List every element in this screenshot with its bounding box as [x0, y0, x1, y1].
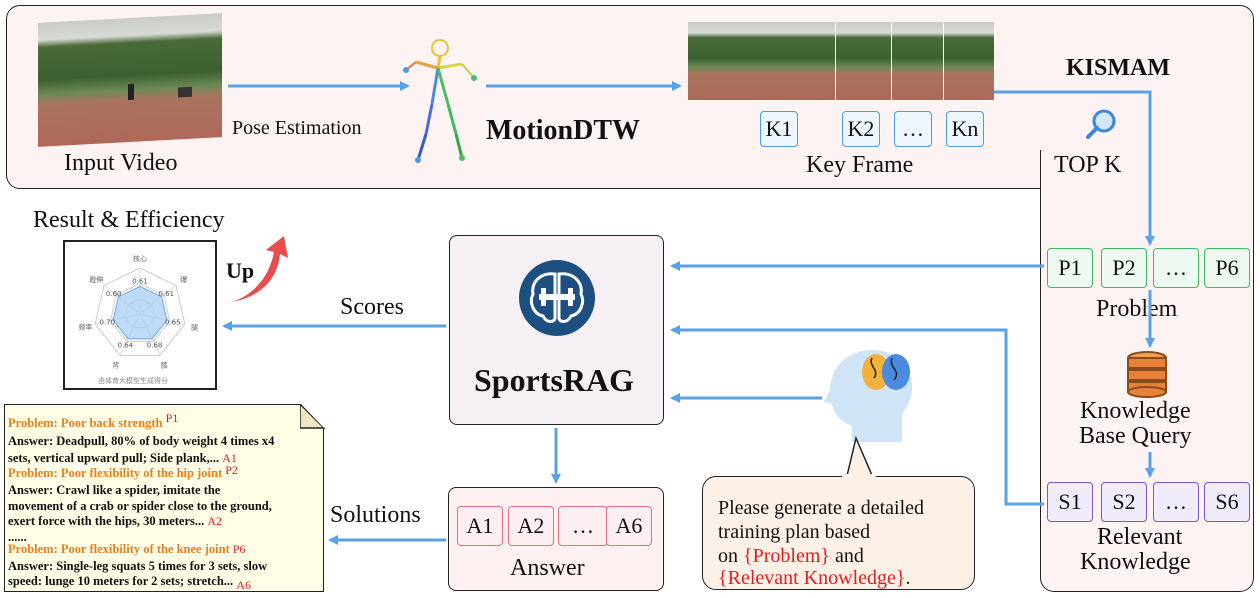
note-problem-6: Problem: Poor flexibility of the knee jo…: [8, 542, 246, 556]
sportsrag-logo-icon: [519, 260, 595, 336]
key-frame-label: Key Frame: [806, 152, 914, 178]
result-title: Result & Efficiency: [33, 207, 225, 233]
key-frame-image: [944, 22, 994, 100]
prompt-line-1: Please generate a detailed: [718, 497, 924, 519]
problem-p6: P6: [1204, 248, 1250, 288]
problem-p1: P1: [1047, 248, 1093, 288]
knowledge-s2: S2: [1101, 482, 1147, 522]
radar-axis-label: 膝: [161, 360, 168, 369]
up-label: Up: [226, 258, 255, 283]
radar-value-label: 0.61: [158, 290, 174, 298]
radar-axis-label: 频率: [78, 322, 92, 331]
note-answer-1-line2: sets, vertical upward pull; Side plank,.…: [8, 451, 237, 465]
prompt-line-4: {Relevant Knowledge}.: [718, 567, 911, 589]
note-answer-2-line2: movement of a crab or spider close to th…: [8, 499, 272, 513]
answer-a2: A2: [508, 506, 554, 546]
radar-grid: [94, 267, 186, 356]
key-frame-k1: K1: [760, 111, 798, 147]
motiondtw-label: MotionDTW: [486, 115, 640, 146]
knowledge-ellipsis: …: [1153, 482, 1199, 522]
skeleton-figure: [403, 39, 477, 163]
note-answer-6-line2: speed: lunge 10 meters for 2 sets; stret…: [8, 574, 251, 592]
problem-ellipsis: …: [1153, 248, 1199, 288]
arrow-keyframes-to-problem: [994, 90, 1155, 246]
top-k-label: TOP K: [1054, 152, 1122, 178]
answer-a6: A6: [606, 506, 652, 546]
prompt-bubble: [702, 476, 975, 590]
kb-query-label-line1: Knowledge: [1080, 398, 1191, 424]
radar-value-label: 0.68: [147, 341, 163, 349]
radar-value-label: 0.60: [106, 290, 122, 298]
problem-p2: P2: [1101, 248, 1147, 288]
folded-corner: [300, 404, 325, 429]
key-frame-ellipsis: …: [894, 111, 932, 147]
up-arrow-icon: [232, 236, 288, 302]
radar-grid-ring: [109, 283, 171, 342]
radar-value-label: 0.61: [132, 277, 148, 285]
knowledge-s1: S1: [1047, 482, 1093, 522]
kb-query-label-line2: Base Query: [1079, 423, 1192, 449]
scores-label: Scores: [340, 294, 404, 320]
answer-a1: A1: [457, 506, 503, 546]
relevant-label-line1: Relevant: [1097, 524, 1183, 550]
radar-axis-label: 腿: [191, 323, 198, 331]
key-frame-strip: [688, 22, 994, 100]
prompt-knowledge-placeholder: {Relevant Knowledge}: [718, 567, 906, 589]
note-answer-2-line3: exert force with the hips, 30 meters... …: [8, 514, 223, 528]
knowledge-s6: S6: [1204, 482, 1250, 522]
radar-grid-ring: [94, 267, 186, 356]
database-icon: [1127, 351, 1167, 398]
kismam-label: KISMAM: [1066, 55, 1170, 81]
sportsrag-label: SportsRAG: [474, 362, 635, 398]
key-frame-image: [892, 22, 945, 100]
radar-axis-label: 蹬伸: [89, 275, 103, 284]
note-problem-1: Problem: Poor back strength P1: [8, 411, 179, 430]
search-icon: [1086, 109, 1116, 139]
radar-chart: 核心 0.61 爆 0.61 腿 0.65 膝 0.68 背 0.64 频率 0.70 蹬伸0.60: [78, 254, 198, 369]
key-frame-image: [835, 22, 892, 100]
speech-bubble-tail: [845, 436, 875, 480]
key-frame-image: [688, 22, 836, 100]
radar-axis-label: 爆: [180, 275, 187, 284]
note-problem-2: Problem: Poor flexibility of the hip joi…: [8, 463, 238, 480]
solutions-label: Solutions: [330, 502, 421, 528]
key-frame-k2: K2: [842, 111, 880, 147]
relevant-label-line2: Knowledge: [1080, 549, 1191, 575]
prompt-line-3: on {Problem} and: [718, 545, 864, 567]
answer-ellipsis: …: [558, 506, 608, 546]
radar-chart-frame: [63, 240, 217, 390]
solutions-document: [4, 404, 324, 592]
radar-value-label: 0.64: [118, 341, 134, 349]
note-answer-2-line1: Answer: Crawl like a spider, imitate the: [8, 483, 221, 497]
note-answer-1-line1: Answer: Deadpull, 80% of body weight 4 t…: [8, 434, 275, 448]
answer-label: Answer: [510, 555, 585, 581]
arrow-knowledge-to-rag: [670, 325, 1044, 506]
radar-axis-label: 背: [112, 360, 119, 369]
radar-value-label: 0.70: [99, 318, 115, 326]
head-brain-icon: [824, 350, 912, 442]
prompt-line-2: training plan based: [718, 521, 871, 543]
note-answer-6-line1: Answer: Single-leg squats 5 times for 3 …: [8, 559, 268, 573]
radar-value-label: 0.65: [165, 318, 181, 326]
radar-axis-label: 核心: [133, 254, 147, 263]
problem-label: Problem: [1096, 296, 1178, 322]
prompt-problem-placeholder: {Problem}: [743, 545, 830, 567]
radar-caption: 由体育大模型生成得分: [98, 377, 168, 385]
key-frame-kn: Kn: [946, 111, 984, 147]
note-ellipsis: ......: [8, 530, 27, 544]
pose-estimation-label: Pose Estimation: [232, 117, 362, 139]
input-video-label: Input Video: [64, 150, 178, 176]
radar-series-area: [112, 285, 168, 340]
